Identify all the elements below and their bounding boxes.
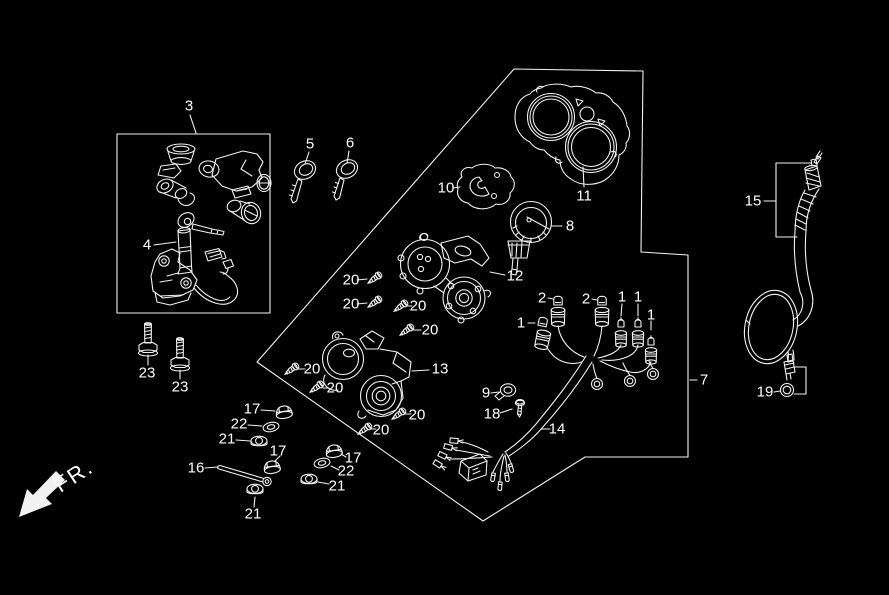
- part-callout-23-b: 23: [171, 378, 189, 396]
- part-6-key: [331, 159, 359, 201]
- part-3-key-set-contents: [156, 143, 272, 225]
- leader-lines: [147, 114, 781, 508]
- part-18-screw: [514, 399, 526, 418]
- part-callout-13: 13: [431, 360, 449, 378]
- part-callout-21-a: 21: [218, 430, 236, 448]
- part-4-fork-lock: [150, 212, 239, 306]
- part-10-bracket: [456, 163, 515, 210]
- part-callout-17-b: 17: [269, 442, 287, 460]
- part-callout-7: 7: [699, 371, 709, 389]
- part-callout-2-b: 2: [581, 290, 591, 308]
- part-callout-10: 10: [437, 179, 455, 197]
- part-callout-9: 9: [481, 384, 491, 402]
- part-callout-20-a: 20: [342, 271, 360, 289]
- part-callout-23-a: 23: [138, 364, 156, 382]
- part-13-meter-case: [321, 330, 412, 419]
- main-panel-outline: [256, 68, 689, 522]
- part-callout-18: 18: [483, 405, 501, 423]
- part-callout-20-f: 20: [326, 379, 344, 397]
- part-callout-5: 5: [305, 135, 315, 153]
- part-callout-21-b: 21: [244, 505, 262, 523]
- part-callout-11: 11: [576, 187, 592, 205]
- part-8-gauge: [507, 200, 553, 276]
- part-callout-3: 3: [184, 97, 194, 115]
- part-callout-22-b: 22: [337, 462, 355, 480]
- fr-direction-arrow: [19, 471, 65, 517]
- part-callout-20-c: 20: [409, 297, 427, 315]
- part-callout-15: 15: [744, 192, 762, 210]
- part-5-key: [288, 160, 317, 204]
- part-callout-6: 6: [345, 134, 355, 152]
- part-callout-14: 14: [548, 420, 566, 438]
- part-callout-22-a: 22: [230, 415, 248, 433]
- part-callout-8: 8: [565, 217, 575, 235]
- part-callout-17-a: 17: [243, 400, 261, 418]
- part-16-rod: [217, 464, 272, 487]
- part-callout-20-h: 20: [372, 421, 390, 439]
- part-callout-20-d: 20: [421, 321, 439, 339]
- part-callout-17-c: 17: [344, 449, 362, 467]
- part-callout-1-a: 1: [516, 314, 526, 332]
- key-set-box-outline: [116, 133, 271, 314]
- part-15-speedometer-cable: [743, 150, 823, 398]
- part-callout-1-c: 1: [633, 288, 643, 306]
- part-12-meter-assembly: [397, 232, 492, 324]
- part-callout-20-g: 20: [408, 406, 426, 424]
- part-callout-2-a: 2: [537, 289, 547, 307]
- part-callout-20-b: 20: [342, 295, 360, 313]
- part-callout-12: 12: [506, 267, 524, 285]
- part-callout-1-d: 1: [646, 306, 656, 324]
- part-callout-21-c: 21: [328, 477, 346, 495]
- part-callout-20-e: 20: [303, 360, 321, 378]
- part-callout-19: 19: [756, 383, 774, 401]
- part-9-grommet: [494, 383, 517, 401]
- part-11-meter-visor: [514, 83, 631, 185]
- part-callout-4: 4: [142, 236, 152, 254]
- part-callout-16: 16: [187, 459, 205, 477]
- part-14-wire-harness: [432, 295, 660, 492]
- part-callout-1-b: 1: [617, 288, 627, 306]
